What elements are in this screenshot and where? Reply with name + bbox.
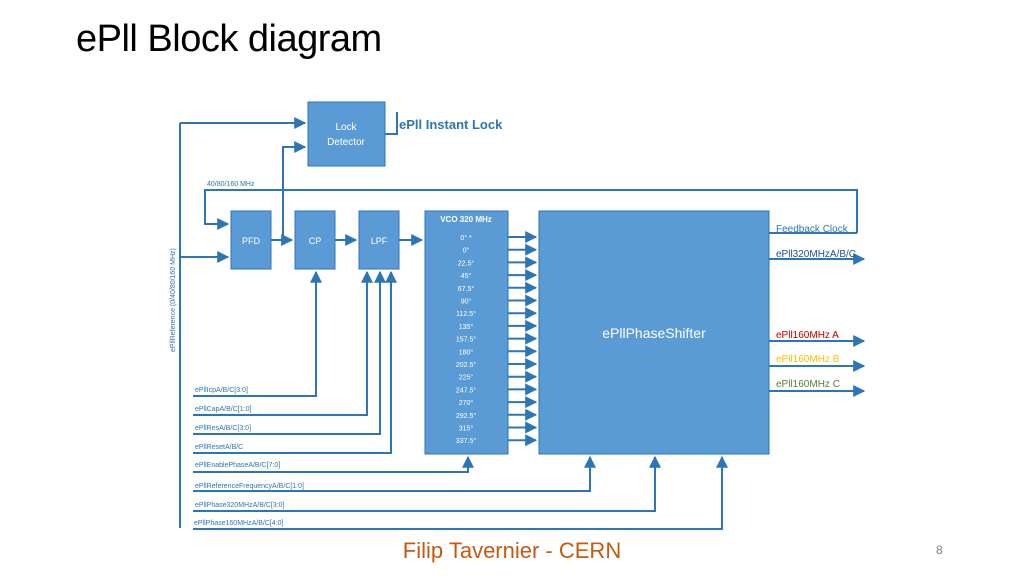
phase-shifter-label: ePllPhaseShifter [602,325,706,341]
vco-title: VCO 320 MHz [440,215,492,224]
cap-wire [193,270,373,416]
phase160-label: ePllPhase160MHzA/B/C[4:0] [194,520,284,527]
ref-freq-label: ePllReferenceFrequencyA/B/C[1:0] [195,483,304,490]
vco-phase-label: 112.5° [456,310,476,318]
instant-lock-label: ePll Instant Lock [399,117,503,132]
vco-phase-list: 0° * 0° 22.5° 45° 67.5° 90° 112.5° 135° 157.5° 18… [456,234,477,445]
feedback-clock-label: Feedback Clock [776,224,849,235]
vco-phase-label: 0° [463,247,470,255]
vco-block [424,210,509,455]
page-number: 8 [936,543,943,557]
vco-phase-label: 315° [459,425,474,433]
vco-phase-label: 0° * [460,234,472,242]
output-160c-label: ePll160MHz C [776,379,840,390]
freq-select-label: 40/80/160 MHz [207,181,255,188]
vco-phase-label: 157.5° [456,336,477,344]
pfd-block [230,210,272,270]
output-160b-label: ePll160MHz B [776,354,840,365]
output-320-label: ePll320MHzA/B/C [776,249,856,260]
reset-label: ePllResetA/B/C [195,444,243,451]
instant-lock-wire [385,112,398,135]
phase320-wire [193,455,661,512]
vco-phase-label: 292.5° [456,412,477,420]
vco-phase-label: 225° [459,374,474,382]
ref-freq-wire [193,455,596,492]
cap-label: ePllCapA/B/C[1:0] [195,406,251,413]
vco-phase-label: 180° [459,348,474,356]
junction-dot [280,237,286,243]
lock-detector-label-1: Lock [335,122,357,133]
lpf-label: LPF [371,236,388,246]
enable-phase-label: ePllEnablePhaseA/B/C[7:0] [195,462,280,469]
page-title: ePll Block diagram [76,18,382,60]
vco-phase-label: 247.5° [456,386,477,394]
phase-shifter-block [538,210,770,455]
vco-phase-label: 202.5° [456,361,477,369]
vco-phase-label: 270° [459,399,474,407]
res-label: ePllResA/B/C[3:0] [195,425,251,432]
icp-wire [193,270,322,397]
pfd-to-lock-detector [282,141,307,240]
res-wire [193,270,386,435]
lpf-block [358,210,400,270]
enable-phase-wire [193,455,474,473]
cp-block [294,210,336,270]
lock-detector-label-2: Detector [327,137,365,148]
footer-author: Filip Tavernier - CERN [402,538,622,563]
cp-label: CP [309,236,322,246]
feedback-loop [204,189,858,233]
phase160-wire [193,455,728,530]
vco-phase-label: 337.5° [456,437,477,445]
vco-phase-label: 90° [461,298,472,306]
lock-detector-block [307,101,386,167]
vco-phase-label: 45° [461,272,472,280]
vco-phase-label: 135° [459,323,474,331]
reference-label: ePllReference (0/40/80/160 MHz) [170,248,177,352]
phase-bus [508,231,538,447]
output-160a-label: ePll160MHz A [776,330,839,341]
vco-phase-label: 22.5° [458,259,475,267]
icp-label: ePllIcpA/B/C[3:0] [195,387,248,394]
pfd-label: PFD [242,236,261,246]
reset-wire [193,270,397,454]
vco-phase-label: 67.5° [458,285,475,293]
phase320-label: ePllPhase320MHzA/B/C[3:0] [195,502,285,509]
